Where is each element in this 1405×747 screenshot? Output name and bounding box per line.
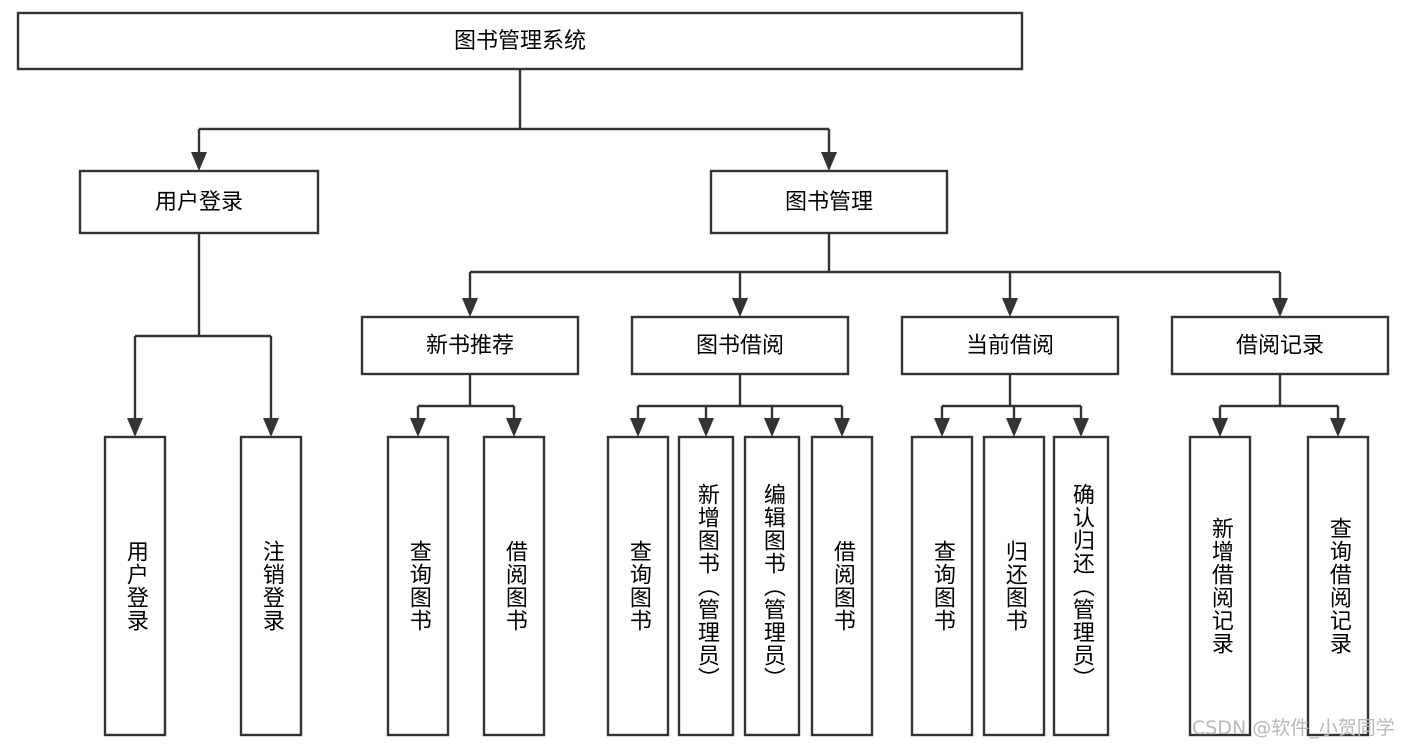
arrow-head-icon	[1330, 418, 1346, 437]
arrow-head-icon	[630, 418, 646, 437]
arrow-head-icon	[764, 418, 780, 437]
node-box-new-book-rec[interactable]	[360, 315, 580, 376]
arrow-head-icon	[127, 418, 143, 437]
node-label-user-login: 用户登录	[155, 190, 243, 215]
node-label-book-borrow: 图书借阅	[696, 334, 784, 359]
node-box-leaf-confirm-return[interactable]	[1052, 435, 1110, 737]
arrow-head-icon	[410, 418, 426, 437]
node-box-book-borrow[interactable]	[630, 315, 850, 376]
arrow-head-icon	[1006, 418, 1022, 437]
node-box-leaf-query-book-rec[interactable]	[386, 435, 450, 737]
arrow-head-icon	[1073, 418, 1089, 437]
arrow-head-icon	[191, 152, 207, 171]
connectors-layer	[127, 69, 1346, 437]
node-box-leaf-query-book-borrow[interactable]	[606, 435, 670, 737]
node-box-current-borrow[interactable]	[900, 315, 1120, 376]
arrow-head-icon	[732, 298, 748, 317]
node-box-leaf-add-book[interactable]	[677, 435, 735, 737]
arrow-head-icon	[263, 418, 279, 437]
node-box-leaf-add-record[interactable]	[1188, 435, 1252, 737]
node-box-leaf-return-book[interactable]	[982, 435, 1046, 737]
node-box-leaf-query-record[interactable]	[1306, 435, 1370, 737]
node-box-leaf-query-book-cur[interactable]	[910, 435, 974, 737]
node-box-leaf-borrow-book[interactable]	[810, 435, 874, 737]
node-box-root[interactable]	[16, 11, 1024, 71]
node-label-current-borrow: 当前借阅	[966, 334, 1054, 359]
arrow-head-icon	[934, 418, 950, 437]
boxes-layer	[16, 11, 1390, 737]
node-box-leaf-borrow-book-rec[interactable]	[482, 435, 546, 737]
node-box-borrow-record[interactable]	[1170, 315, 1390, 376]
arrow-head-icon	[698, 418, 714, 437]
arrow-head-icon	[1272, 298, 1288, 317]
arrow-head-icon	[834, 418, 850, 437]
arrow-head-icon	[1212, 418, 1228, 437]
arrow-head-icon	[462, 298, 478, 317]
node-label-root: 图书管理系统	[454, 29, 586, 54]
node-box-leaf-logout[interactable]	[239, 435, 303, 737]
node-label-new-book-rec: 新书推荐	[426, 334, 514, 359]
node-box-leaf-user-login[interactable]	[103, 435, 167, 737]
arrow-head-icon	[821, 152, 837, 171]
node-box-leaf-edit-book[interactable]	[743, 435, 801, 737]
arrow-head-icon	[506, 418, 522, 437]
arrow-head-icon	[1002, 298, 1018, 317]
node-label-borrow-record: 借阅记录	[1236, 334, 1324, 359]
node-box-book-manage[interactable]	[709, 169, 949, 235]
node-box-user-login[interactable]	[78, 169, 320, 235]
watermark-text: CSDN @软件_小贺同学	[1192, 717, 1395, 739]
node-label-book-manage: 图书管理	[785, 190, 873, 215]
